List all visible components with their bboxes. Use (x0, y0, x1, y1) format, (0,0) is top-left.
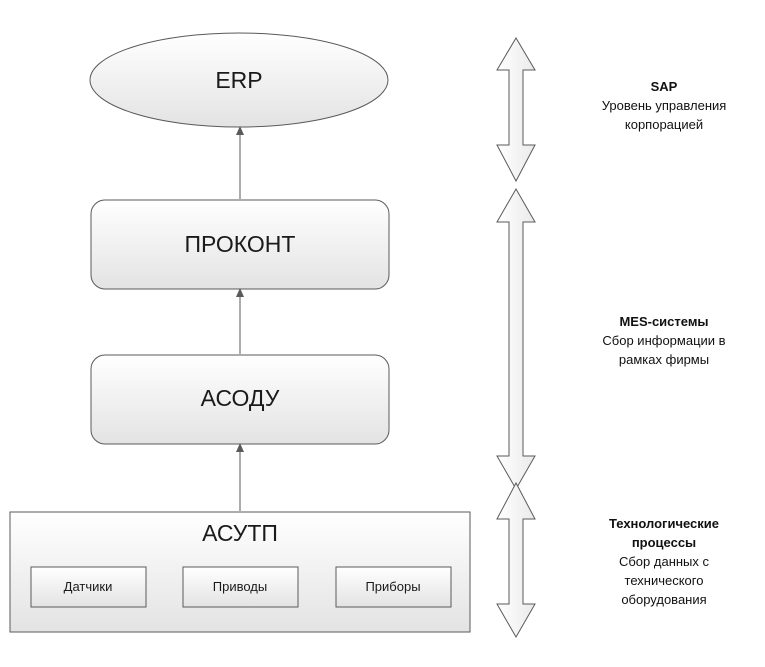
asutp-node: АСУТП Датчики Приводы Приборы (9, 511, 471, 633)
drives-label: Приводы (213, 579, 267, 594)
level-bottom-title-1: Технологические (609, 516, 719, 531)
asutp-label: АСУТП (202, 520, 278, 546)
level-arrow-middle (496, 187, 536, 491)
level-top-caption: SAP Уровень управления корпорацией (602, 79, 727, 132)
prokont-label: ПРОКОНТ (185, 231, 296, 257)
prokont-node: ПРОКОНТ (90, 199, 390, 290)
sensors-label: Датчики (64, 579, 113, 594)
level-bottom-line-2: технического (625, 573, 704, 588)
sensors-box: Датчики (30, 566, 147, 608)
level-top-line-2: корпорацией (625, 117, 703, 132)
erp-node: ERP (89, 32, 389, 128)
level-top-line-1: Уровень управления (602, 98, 727, 113)
level-bottom-line-3: оборудования (621, 592, 706, 607)
level-bottom-caption: Технологические процессы Сбор данных с т… (609, 516, 719, 607)
level-middle-title: MES-системы (619, 314, 708, 329)
level-bottom-line-1: Сбор данных с (619, 554, 710, 569)
asodu-label: АСОДУ (201, 385, 280, 411)
drives-box: Приводы (182, 566, 299, 608)
devices-label: Приборы (365, 579, 420, 594)
level-arrow-top (496, 37, 536, 183)
level-arrow-bottom (496, 481, 536, 639)
level-middle-line-2: рамках фирмы (619, 352, 709, 367)
devices-box: Приборы (335, 566, 452, 608)
level-top-title: SAP (651, 79, 678, 94)
level-middle-line-1: Сбор информации в (602, 333, 725, 348)
level-bottom-title-2: процессы (632, 535, 696, 550)
erp-label: ERP (215, 67, 262, 93)
asodu-node: АСОДУ (90, 354, 390, 445)
level-middle-caption: MES-системы Сбор информации в рамках фир… (602, 314, 725, 367)
